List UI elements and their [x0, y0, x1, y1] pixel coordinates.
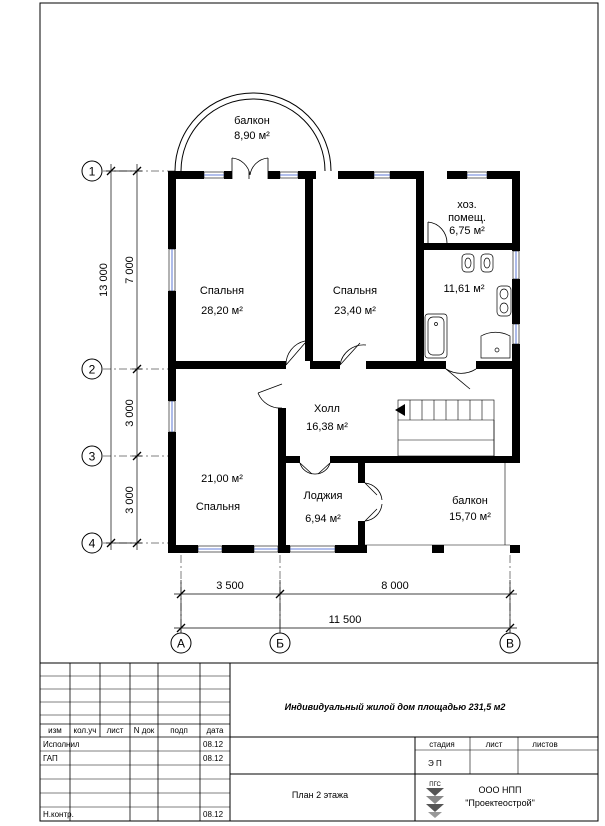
balcony-top-outline	[174, 92, 332, 172]
svg-text:В: В	[506, 637, 514, 651]
stamp-header-koluch: кол.уч	[74, 726, 97, 735]
sheet-header: лист	[486, 740, 503, 749]
stamp-date-ispolnil: 08.12	[203, 740, 224, 749]
stage-value: Э П	[428, 759, 442, 768]
walls	[168, 171, 520, 553]
dim-total-horizontal: 11 500	[329, 614, 362, 626]
stamp-header-data: дата	[207, 726, 225, 735]
stamp-date-gap: 08.12	[203, 754, 224, 763]
dim-right-horizontal: 8 000	[381, 580, 409, 592]
room-bathroom-area: 11,61 м²	[444, 283, 485, 295]
axis-bubble-v: В	[499, 632, 521, 654]
room-utility-area: 6,75 м²	[449, 225, 485, 237]
stamp-header-podp: подп	[170, 726, 188, 735]
dim-upper-vertical: 7 000	[124, 256, 136, 284]
room-hall-name: Холл	[314, 403, 340, 415]
title-block-grid	[39, 662, 599, 822]
svg-text:А: А	[177, 637, 185, 651]
room-utility-name1: хоз.	[457, 199, 476, 211]
svg-text:2: 2	[89, 363, 96, 377]
axis-bubble-1: 1	[81, 160, 103, 182]
window-glazing	[171, 174, 517, 550]
room-bedroom1-name: Спальня	[200, 285, 244, 297]
svg-text:Б: Б	[276, 637, 284, 651]
room-utility-name2: помещ.	[448, 212, 486, 224]
axis-bubble-2: 2	[81, 358, 103, 380]
stage-header: стадия	[429, 740, 455, 749]
axis-bubble-4: 4	[81, 532, 103, 554]
room-bedroom2-name: Спальня	[333, 285, 377, 297]
dim-lower-vertical: 3 000	[124, 486, 136, 514]
stamp-role-gap: ГАП	[43, 754, 58, 763]
room-hall-area: 16,38 м²	[306, 421, 348, 433]
stamp-header-izm: изм	[48, 726, 62, 735]
vertical-dimension-lines	[106, 164, 142, 550]
room-balcony-top-name: балкон	[234, 115, 270, 127]
room-bedroom3-name: Спальня	[196, 501, 240, 513]
stair-arrow-icon	[395, 404, 405, 416]
room-bedroom1-area: 28,20 м²	[201, 305, 243, 317]
room-balcony-right-name: балкон	[452, 495, 488, 507]
drawing-name: План 2 этажа	[292, 790, 348, 800]
bathroom-fixtures	[424, 253, 512, 359]
room-balcony-right-area: 15,70 м²	[449, 511, 491, 523]
svg-text:4: 4	[89, 537, 96, 551]
room-balcony-top-area: 8,90 м²	[234, 130, 270, 142]
room-loggia-area: 6,94 м²	[305, 513, 341, 525]
axis-bubble-b: Б	[269, 632, 291, 654]
horizontal-dimension-lines	[174, 580, 517, 633]
svg-text:3: 3	[89, 450, 96, 464]
svg-text:1: 1	[89, 165, 96, 179]
interior-doors	[257, 221, 477, 522]
room-bedroom2-area: 23,40 м²	[334, 305, 376, 317]
room-loggia-name: Лоджия	[304, 490, 343, 502]
stamp-header-list: лист	[107, 726, 124, 735]
logo-text: ПГС	[429, 782, 441, 788]
company-line1: ООО НПП	[479, 785, 522, 795]
dim-mid-vertical: 3 000	[124, 399, 136, 427]
sheets-header: листов	[532, 740, 557, 749]
dim-left-horizontal: 3 500	[216, 580, 244, 592]
stamp-role-ispolnil: Исполнил	[43, 740, 80, 749]
dim-total-vertical: 13 000	[98, 263, 110, 297]
stamp-date-nkontr: 08.12	[203, 810, 224, 819]
company-line2: "Проектеострой"	[465, 798, 535, 808]
company-logo-icon	[426, 788, 444, 818]
room-bedroom3-area: 21,00 м²	[201, 473, 243, 485]
staircase	[397, 399, 495, 457]
balcony-door	[231, 157, 269, 179]
stamp-role-nkontr: Н.контр.	[43, 810, 74, 819]
axis-bubble-a: А	[170, 632, 192, 654]
axis-bubble-3: 3	[81, 445, 103, 467]
project-title: Индивидуальный жилой дом площадью 231,5 …	[285, 702, 506, 712]
stamp-header-ndok: N док	[134, 726, 155, 735]
